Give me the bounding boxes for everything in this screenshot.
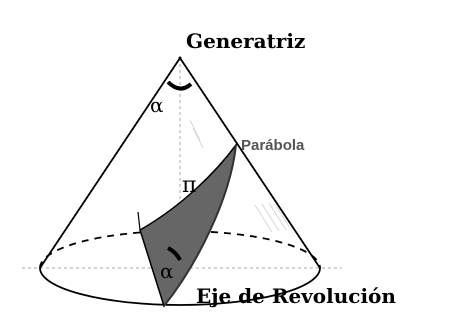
cone-vertex <box>178 56 182 60</box>
alpha-top-label: α <box>150 93 164 117</box>
cone-right-side <box>179 57 321 269</box>
revolution-axis-label: Eje de Revolución <box>196 284 396 308</box>
section-tick <box>137 211 141 231</box>
plane-pi-label: π <box>182 173 196 198</box>
alpha-bottom-label: α <box>160 259 174 283</box>
parabola-label: Parábola <box>241 137 305 154</box>
base-ellipse-front <box>39 267 321 306</box>
alpha-top-arc <box>166 80 193 91</box>
section-edge-highlight <box>163 144 237 307</box>
generatrix-label: Generatriz <box>186 29 305 53</box>
alpha-bottom-arc <box>167 246 182 261</box>
parabolic-section <box>139 142 238 308</box>
cone-shading <box>189 119 291 233</box>
base-ellipse-back <box>39 230 321 269</box>
cone-left-side <box>39 57 181 269</box>
